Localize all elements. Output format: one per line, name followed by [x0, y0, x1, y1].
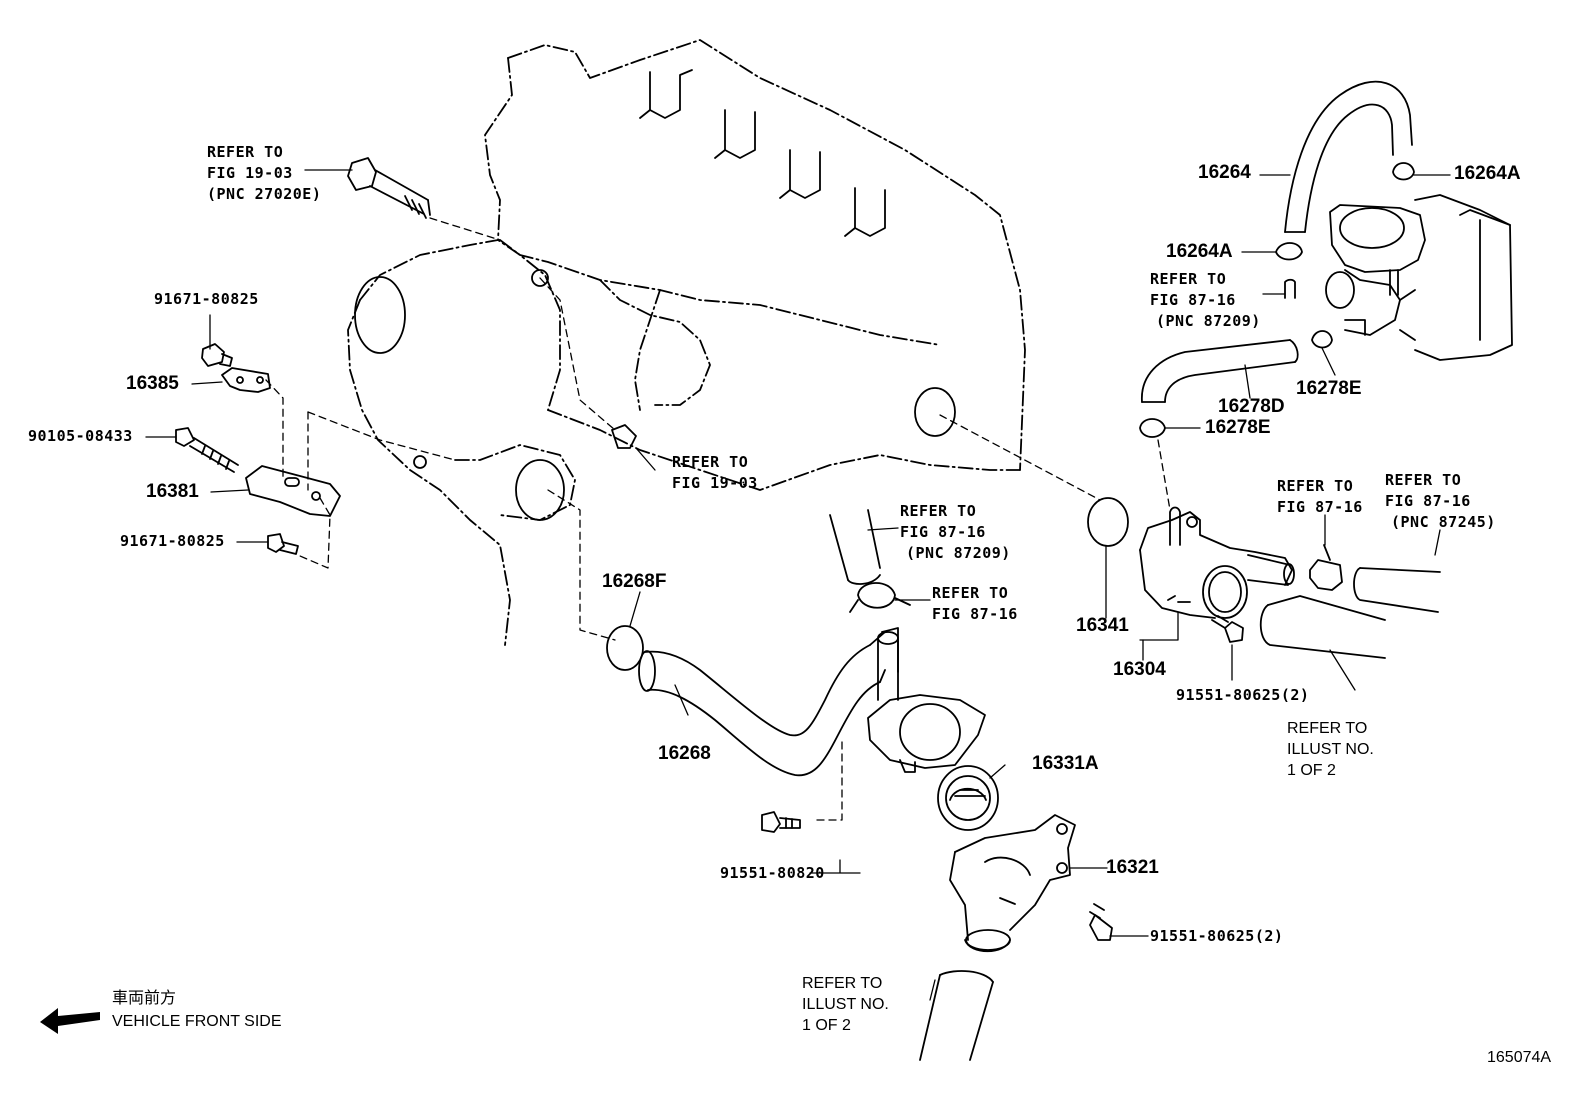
ref-text: REFER TO	[900, 502, 977, 520]
ref-text: FIG 19-03	[207, 164, 293, 182]
alternator-bore	[354, 276, 406, 354]
part-label-16278D[interactable]: 16278D	[1218, 396, 1285, 417]
bracket-16385	[221, 367, 271, 393]
ref-text: REFER TO	[802, 975, 883, 992]
front-side-en: VEHICLE FRONT SIDE	[112, 1013, 282, 1030]
oring-16341	[1087, 497, 1129, 547]
ref-text: ILLUST NO.	[802, 996, 889, 1013]
ref-text: (PNC 87209)	[906, 544, 1011, 562]
part-label-16278E-upper[interactable]: 16278E	[1296, 378, 1362, 399]
lower-hose	[919, 970, 994, 1061]
ref-text: FIG 87-16	[932, 605, 1018, 623]
part-label-91671-top[interactable]: 91671-80825	[154, 290, 259, 308]
ref-text: REFER TO	[1385, 471, 1462, 489]
part-label-16321[interactable]: 16321	[1106, 857, 1159, 878]
part-label-16278E-lower[interactable]: 16278E	[1205, 417, 1271, 438]
water-inlet-16321	[949, 814, 1076, 953]
ref-text: REFER TO	[1150, 270, 1227, 288]
engine-port-right	[914, 387, 956, 437]
oring-16268F	[606, 625, 644, 671]
ref-text: FIG 87-16	[1150, 291, 1236, 309]
clamp-16264A-top	[1392, 162, 1415, 181]
clamp-16278E-lower	[1139, 418, 1166, 438]
ref-text: ILLUST NO.	[1287, 741, 1374, 758]
ref-text: REFER TO	[672, 453, 749, 471]
bolt-91551-80625-bottom	[1089, 903, 1113, 941]
engine-port-left	[515, 459, 565, 521]
ref-text: (PNC 87245)	[1391, 513, 1496, 531]
bolt-91671-bottom	[267, 533, 299, 555]
big-hose-illust	[1259, 595, 1386, 659]
ref-text: REFER TO	[1277, 477, 1354, 495]
front-side-jp: 車両前方	[112, 990, 177, 1007]
front-arrow-icon	[40, 1008, 100, 1034]
engine-block	[347, 39, 1026, 646]
part-label-16268F[interactable]: 16268F	[602, 571, 667, 592]
ref-text: REFER TO	[1287, 720, 1368, 737]
throttle-body	[1325, 194, 1513, 361]
clamp-16264A-mid	[1275, 242, 1303, 261]
part-label-16331A[interactable]: 16331A	[1032, 753, 1099, 774]
clip-fig-19-03	[611, 424, 637, 449]
part-label-16264A-mid[interactable]: 16264A	[1166, 241, 1233, 262]
ref-text: FIG 19-03	[672, 474, 758, 492]
thermostat-16331A	[937, 765, 999, 831]
bracket-16381	[245, 465, 341, 517]
ref-text: REFER TO	[207, 143, 284, 161]
hose-16264	[1284, 80, 1413, 233]
ref-fig-19-03-middle: REFER TO FIG 19-03	[672, 452, 758, 494]
ref-hose-87209-middle: REFER TO FIG 87-16 (PNC 87209)	[900, 501, 1011, 564]
ignition-bosses	[639, 69, 886, 237]
ref-text: FIG 87-16	[1277, 498, 1363, 516]
ref-top-left: REFER TO FIG 19-03 (PNC 27020E)	[207, 142, 321, 205]
ref-illust-bottom: REFER TO ILLUST NO. 1 OF 2	[802, 973, 889, 1036]
ref-clamp-87-16-middle: REFER TO FIG 87-16	[932, 583, 1018, 625]
ref-text: FIG 87-16	[1385, 492, 1471, 510]
ref-illust-right: REFER TO ILLUST NO. 1 OF 2	[1287, 718, 1374, 781]
part-label-16268[interactable]: 16268	[658, 743, 711, 764]
hose-87245	[1353, 567, 1441, 613]
ref-text: (PNC 27020E)	[207, 185, 322, 203]
ref-text: (PNC 87209)	[1156, 312, 1261, 330]
bolt-90105	[175, 427, 239, 473]
part-label-16381[interactable]: 16381	[146, 481, 199, 502]
part-label-16264A-top[interactable]: 16264A	[1454, 163, 1521, 184]
part-label-91551-80625-bottom[interactable]: 91551-80625(2)	[1150, 927, 1284, 945]
part-label-91551-80625-right[interactable]: 91551-80625(2)	[1176, 686, 1310, 704]
ref-right-87-16: REFER TO FIG 87-16	[1277, 476, 1363, 518]
hose-16278D	[1141, 339, 1299, 403]
nipple-87209	[1284, 278, 1296, 299]
part-label-16264[interactable]: 16264	[1198, 162, 1251, 183]
clamp-16278E-upper	[1311, 330, 1333, 349]
bolt-91551-80625-right	[1211, 615, 1244, 643]
ref-text: 1 OF 2	[1287, 762, 1336, 779]
water-outlet	[867, 631, 986, 773]
part-label-16341[interactable]: 16341	[1076, 615, 1129, 636]
ref-text: 1 OF 2	[802, 1017, 851, 1034]
part-label-91671-bottom[interactable]: 91671-80825	[120, 532, 225, 550]
part-label-16385[interactable]: 16385	[126, 373, 179, 394]
long-bolt-27020E	[347, 157, 431, 219]
part-label-91551-80820[interactable]: 91551-80820	[720, 864, 825, 882]
part-label-16304[interactable]: 16304	[1113, 659, 1166, 680]
clamp-87-16	[849, 582, 911, 613]
bolt-91671-top	[201, 343, 233, 367]
hose-87209-middle	[829, 509, 881, 585]
figure-id: 165074A	[1487, 1049, 1552, 1066]
water-housing-16304	[1139, 506, 1295, 619]
ref-text: REFER TO	[932, 584, 1009, 602]
ref-text: FIG 87-16	[900, 523, 986, 541]
bolt-91551-80820	[761, 811, 801, 833]
clamp-87-16-right	[1309, 559, 1343, 591]
part-label-90105[interactable]: 90105-08433	[28, 427, 133, 445]
ref-tb-87209: REFER TO FIG 87-16 (PNC 87209)	[1150, 269, 1261, 332]
ref-right-87245: REFER TO FIG 87-16 (PNC 87245)	[1385, 470, 1496, 533]
